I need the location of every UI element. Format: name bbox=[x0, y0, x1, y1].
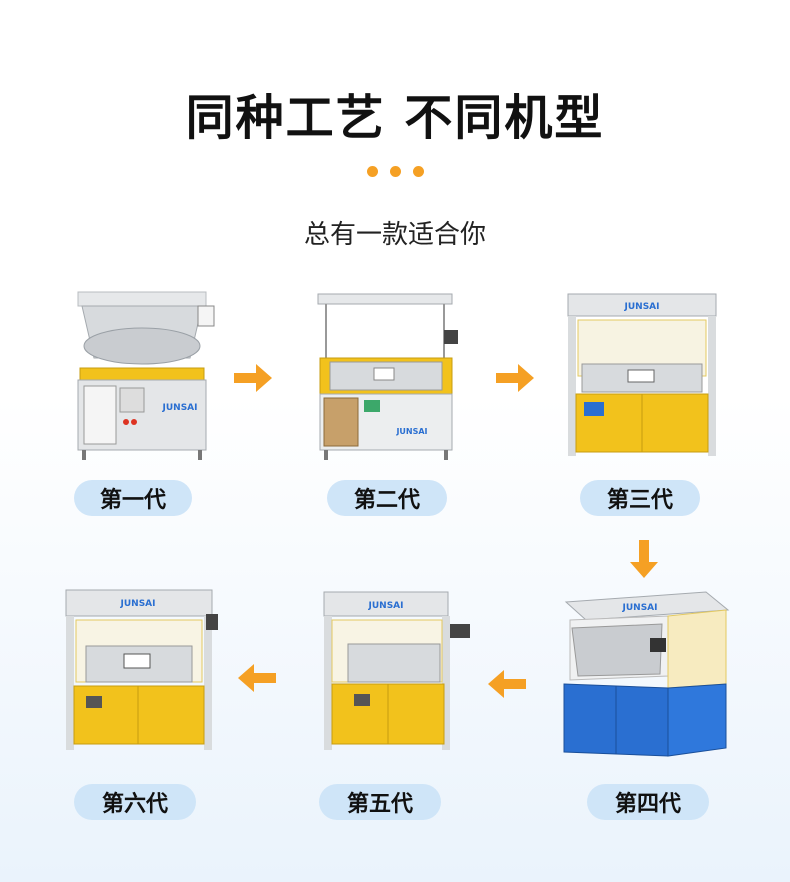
brand-logo: JUNSAI bbox=[162, 403, 198, 413]
generation-label: 第二代 bbox=[327, 480, 447, 516]
decor-dots bbox=[0, 166, 790, 177]
page-title: 同种工艺 不同机型 bbox=[185, 90, 605, 146]
brand-logo: JUNSAI bbox=[622, 603, 658, 613]
arrow-right-icon bbox=[234, 364, 272, 392]
brand-logo: JUNSAI bbox=[624, 302, 660, 312]
arrow-right-icon bbox=[496, 364, 534, 392]
arrow-down-icon bbox=[630, 540, 658, 578]
machine-image-gen6: JUNSAI bbox=[65, 589, 218, 750]
generation-label: 第三代 bbox=[580, 480, 700, 516]
machine-image-gen1: JUNSAI bbox=[77, 291, 215, 460]
dot bbox=[412, 166, 424, 177]
brand-logo: JUNSAI bbox=[120, 599, 156, 609]
generation-label: 第六代 bbox=[74, 784, 196, 820]
machine-image-gen4: JUNSAI bbox=[563, 591, 730, 757]
dot bbox=[366, 166, 378, 177]
machine-image-gen3: JUNSAI bbox=[567, 293, 717, 456]
arrow-left-icon bbox=[238, 664, 276, 692]
generation-label: 第一代 bbox=[74, 480, 192, 516]
dot bbox=[389, 166, 401, 177]
machine-image-gen2: JUNSAI bbox=[317, 293, 458, 460]
brand-logo: JUNSAI bbox=[368, 601, 404, 611]
machine-image-gen5: JUNSAI bbox=[323, 591, 470, 750]
page-subtitle: 总有一款适合你 bbox=[303, 220, 486, 250]
generation-label: 第四代 bbox=[587, 784, 709, 820]
brand-logo: JUNSAI bbox=[395, 427, 427, 436]
arrow-left-icon bbox=[488, 670, 526, 698]
generation-label: 第五代 bbox=[319, 784, 441, 820]
